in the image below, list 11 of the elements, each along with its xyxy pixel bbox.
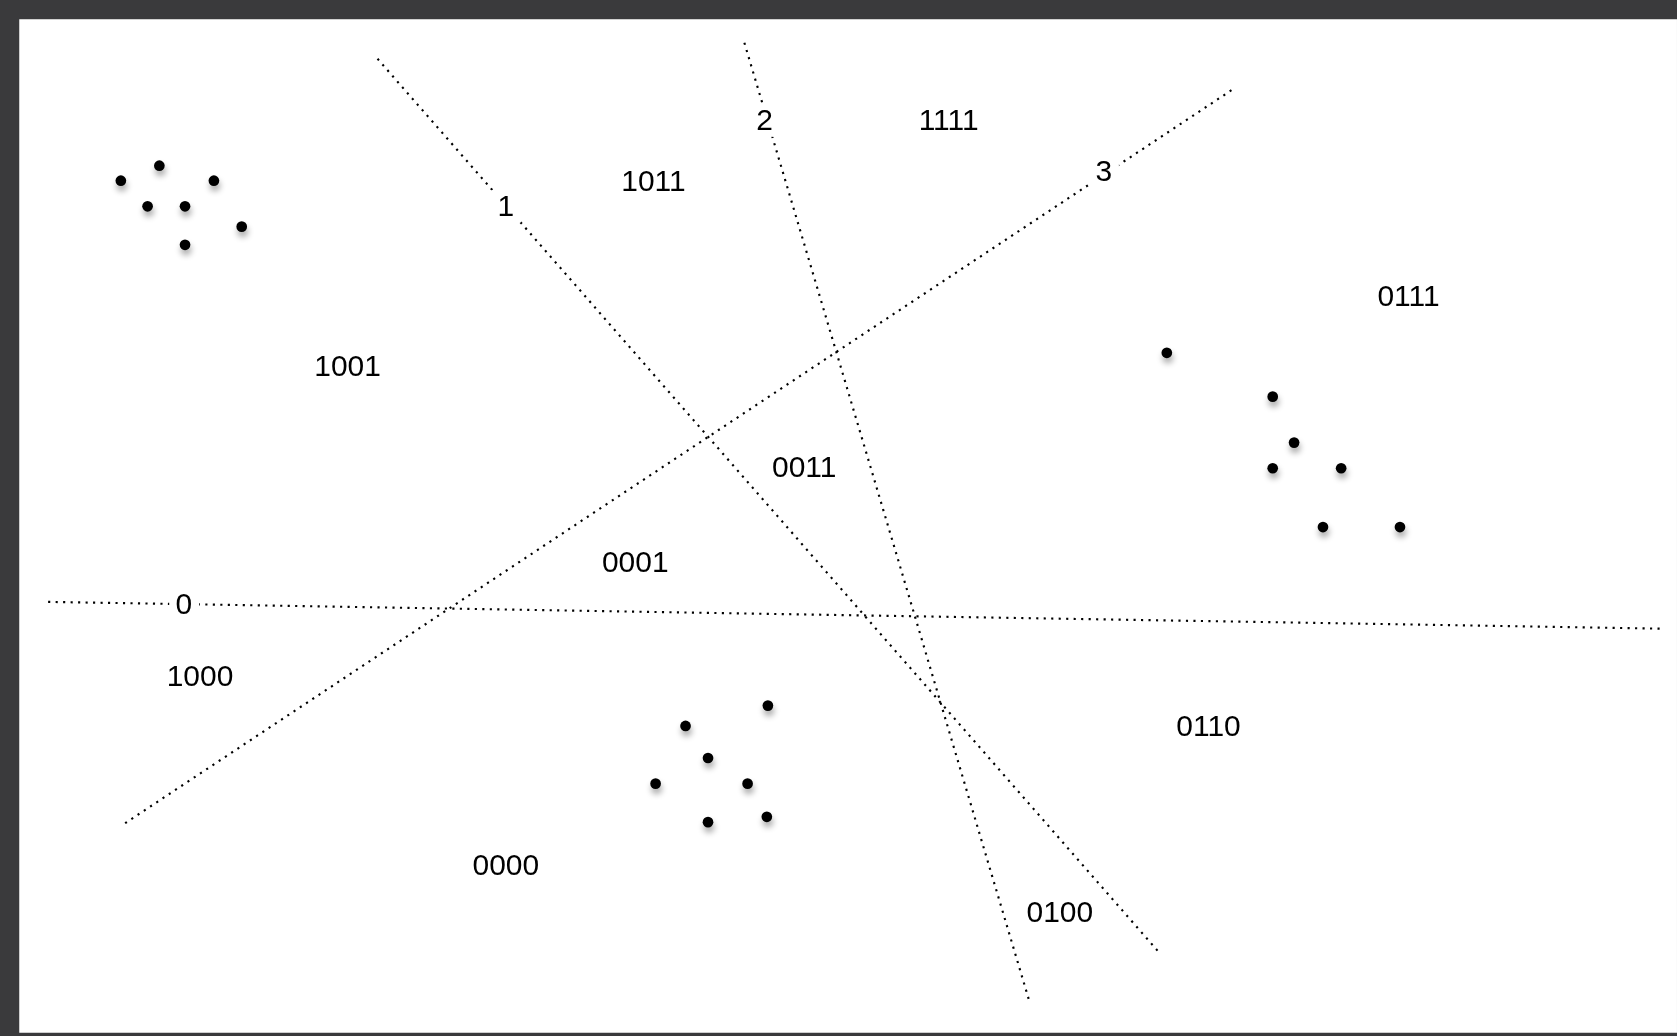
- region-code: 0110: [1176, 709, 1241, 742]
- region-code: 1111: [918, 104, 979, 137]
- region-code: 1001: [314, 350, 381, 383]
- region-code: 1011: [621, 165, 686, 198]
- region-code: 0111: [1377, 280, 1440, 313]
- region-code: 0100: [1026, 895, 1094, 928]
- region-code: 0011: [772, 451, 837, 484]
- region-code: 0000: [472, 848, 540, 881]
- region-code: 1000: [166, 660, 234, 693]
- line-number: 1: [491, 190, 521, 223]
- region-code: 0001: [601, 546, 669, 579]
